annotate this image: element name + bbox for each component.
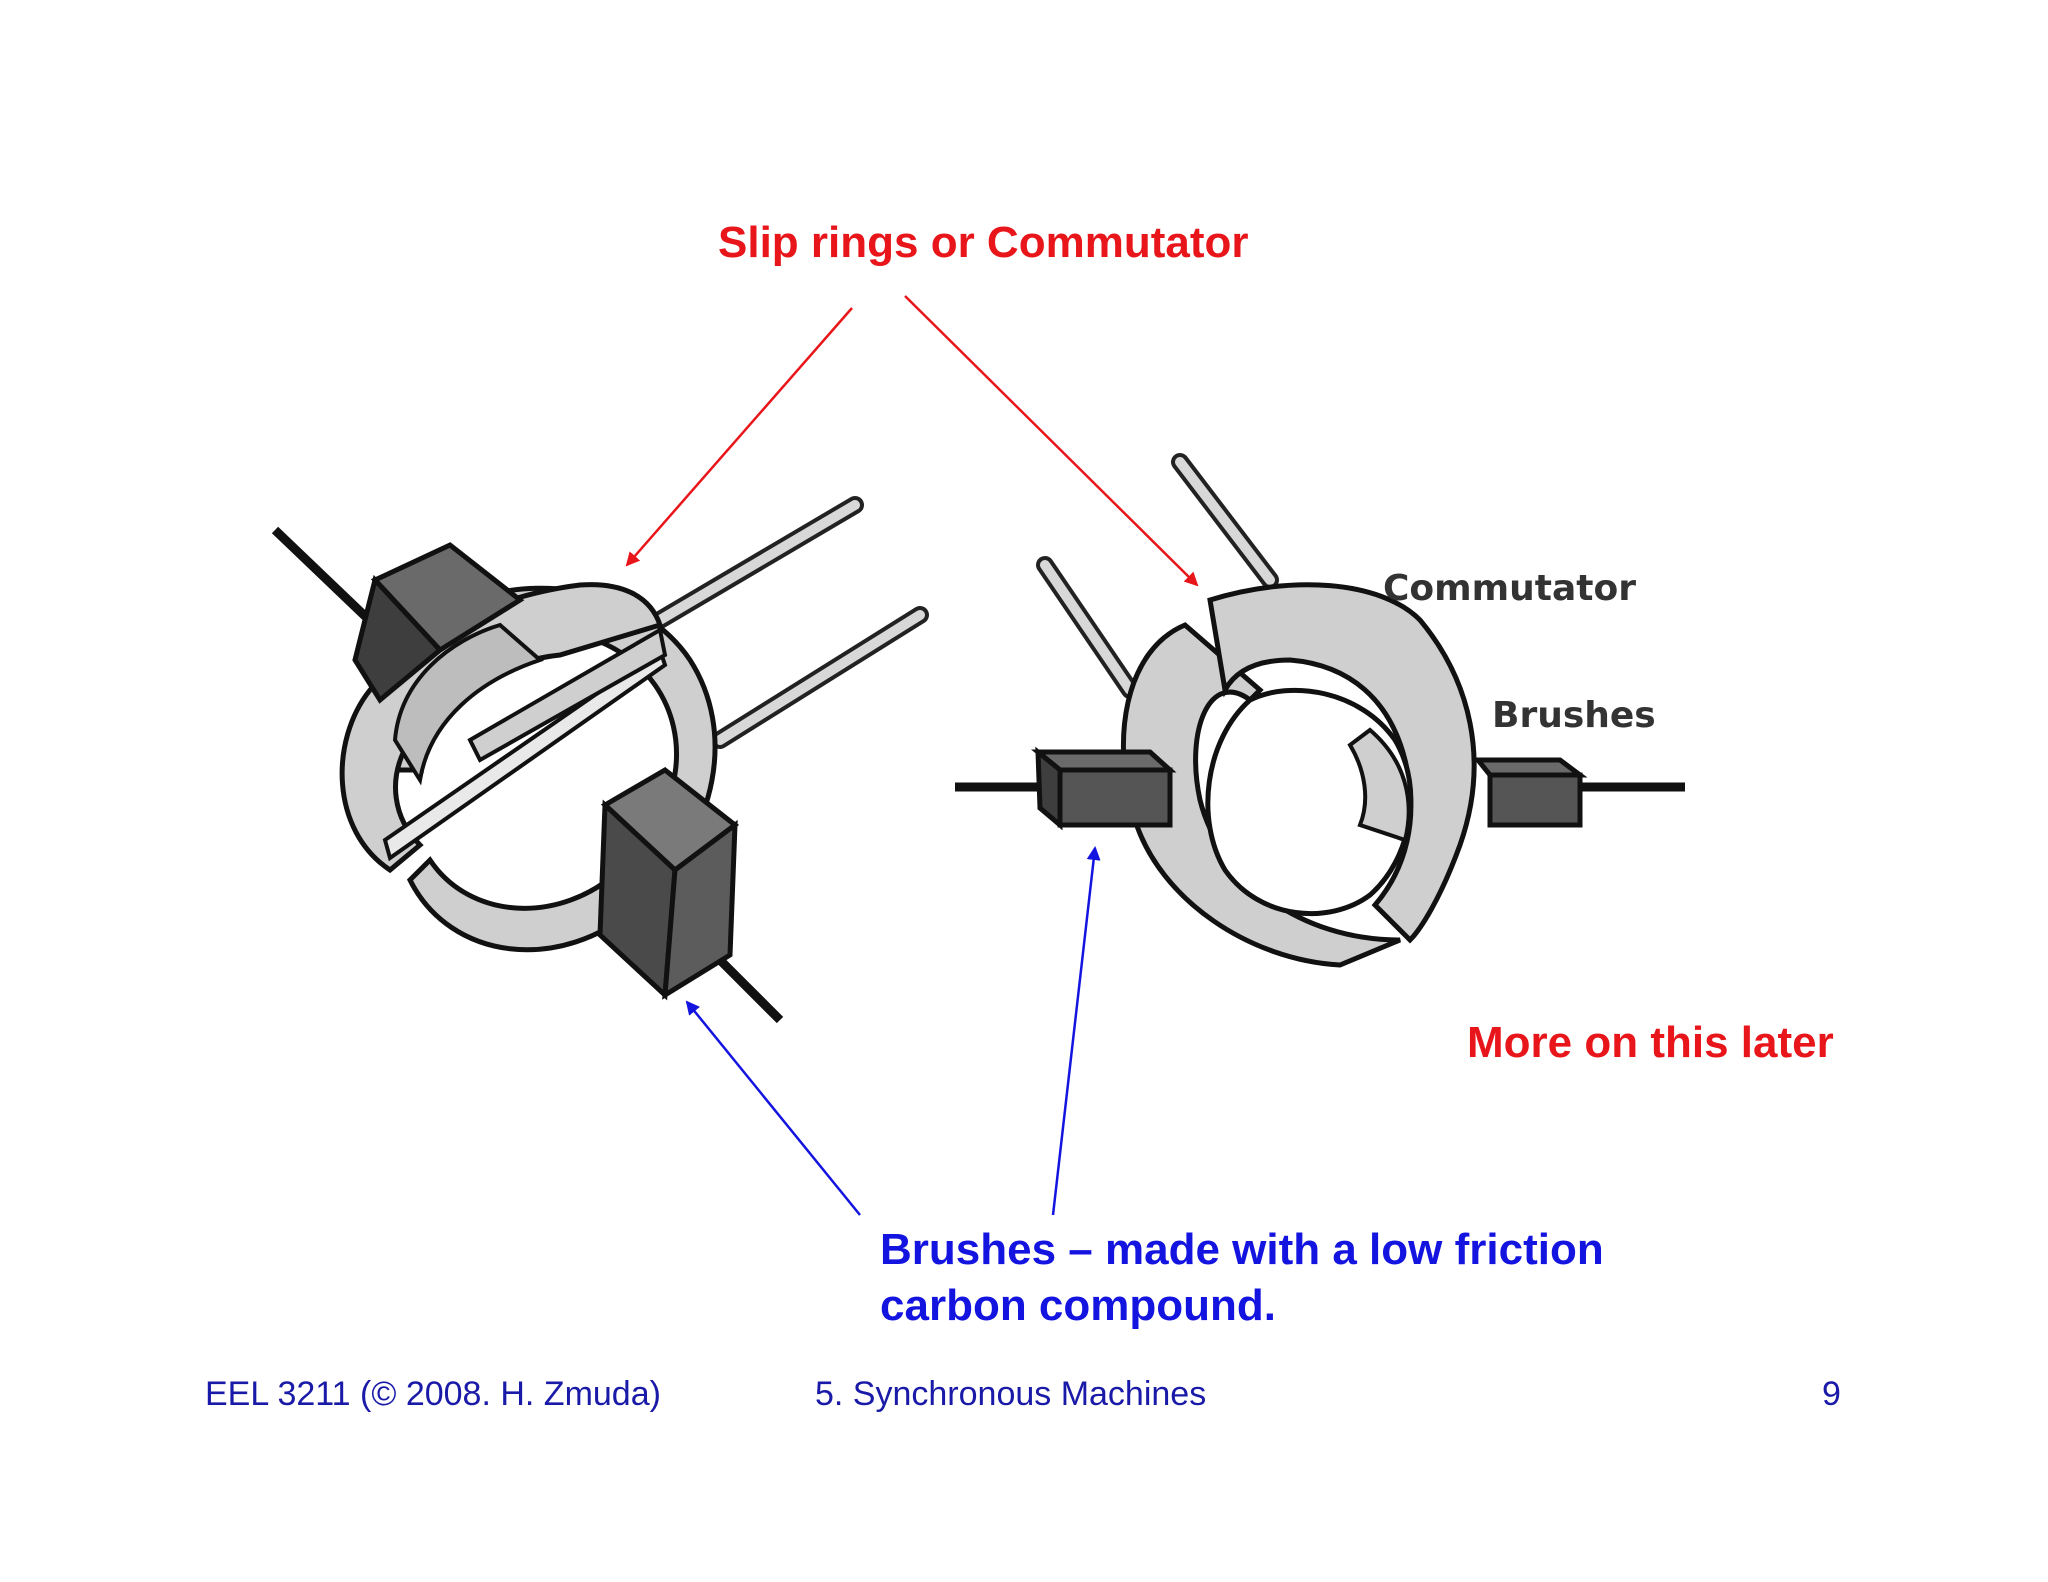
brush-arrows (685, 846, 1101, 1216)
footer-chapter: 5. Synchronous Machines (815, 1375, 1207, 1413)
commutator-bore (1205, 687, 1414, 916)
slip-ring-assembly (271, 496, 929, 1024)
brushes-callout-line-2: carbon compound. (880, 1281, 1276, 1330)
red-arrow-left (625, 307, 853, 567)
blue-arrow-left (685, 1000, 861, 1216)
slip-ring-lead-wires (651, 496, 929, 749)
brushes-figure-label: Brushes (1492, 695, 1656, 736)
more-on-this-later-note: More on this later (1467, 1018, 1834, 1067)
footer-course: EEL 3211 (© 2008. H. Zmuda) (205, 1375, 661, 1413)
commutator-lead-wires (1036, 453, 1279, 699)
right-commutator-brush-block (1472, 757, 1588, 828)
footer-page-number: 9 (1822, 1375, 1841, 1413)
left-commutator-brush-block (1030, 746, 1177, 831)
commutator-figure-label: Commutator (1383, 568, 1636, 609)
commutator-assembly: Commutator Brushes (955, 453, 1685, 968)
blue-arrow-right (1051, 846, 1101, 1216)
commutator-segment-right (1207, 582, 1477, 944)
upper-brush-block (352, 542, 525, 704)
slip-ring-split-bar (382, 626, 668, 862)
lower-brush-block (597, 766, 740, 1001)
red-arrow-right (904, 295, 1199, 587)
brushes-callout-line-1: Brushes – made with a low friction (880, 1225, 1604, 1274)
slip-rings-callout: Slip rings or Commutator (718, 218, 1249, 267)
slip-ring-arrows (625, 295, 1199, 587)
